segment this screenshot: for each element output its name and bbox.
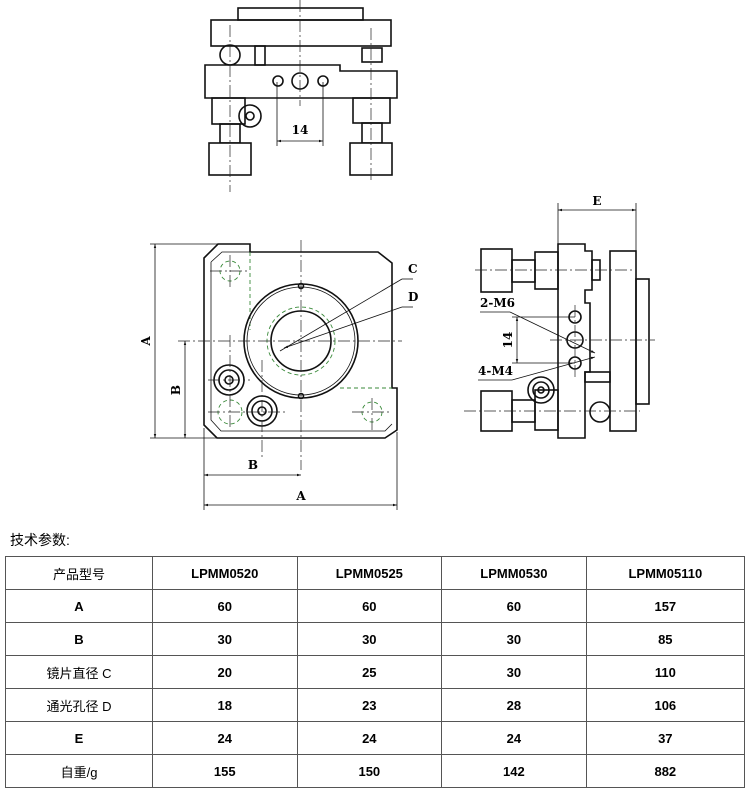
table-row: A 60 60 60 157 [5, 589, 746, 623]
row-label: A [5, 589, 153, 623]
front-view: C D A B B A [139, 240, 418, 510]
table-cell: 60 [441, 589, 587, 623]
specs-table: 产品型号 LPMM0520 LPMM0525 LPMM0530 LPMM0511… [5, 556, 746, 788]
table-row: B 30 30 30 85 [5, 622, 746, 656]
label-c: C [408, 262, 418, 276]
table-cell: 37 [585, 721, 746, 755]
label-2-m6: 2-M6 [480, 296, 515, 310]
table-cell: 60 [296, 589, 443, 623]
top-view: 14 [204, 0, 398, 192]
table-cell: 150 [296, 754, 443, 788]
table-cell: 155 [152, 754, 298, 788]
header-cell: LPMM05110 [585, 556, 746, 590]
table-cell: 85 [585, 622, 746, 656]
table-cell: 882 [585, 754, 746, 788]
table-row: E 24 24 24 37 [5, 721, 746, 755]
header-cell: LPMM0520 [152, 556, 298, 590]
table-cell: 60 [152, 589, 298, 623]
dim-a-horizontal: A [295, 489, 306, 503]
table-cell: 157 [585, 589, 746, 623]
table-row: 自重/g 155 150 142 882 [5, 754, 746, 788]
table-cell: 20 [152, 655, 298, 689]
dim-b-vertical: B [169, 385, 183, 395]
table-cell: 24 [296, 721, 443, 755]
row-label: E [5, 721, 153, 755]
table-cell: 110 [585, 655, 746, 689]
table-cell: 24 [441, 721, 587, 755]
specs-title: 技术参数: [10, 532, 70, 548]
table-cell: 30 [152, 622, 298, 656]
dim-14-side: 14 [501, 332, 515, 349]
dim-b-horizontal: B [248, 458, 258, 472]
table-row: 镜片直径 C 20 25 30 110 [5, 655, 746, 689]
dim-14-label: 14 [292, 123, 309, 137]
label-4-m4: 4-M4 [478, 364, 513, 378]
table-cell: 30 [441, 655, 587, 689]
table-cell: 142 [441, 754, 587, 788]
table-cell: 30 [441, 622, 587, 656]
table-cell: 24 [152, 721, 298, 755]
header-cell: 产品型号 [5, 556, 153, 590]
row-label: 镜片直径 C [5, 655, 153, 689]
technical-drawing: 14 C D [139, 0, 655, 510]
row-label: 自重/g [5, 754, 153, 788]
table-cell: 18 [152, 688, 298, 722]
dim-e-label: E [592, 194, 601, 208]
table-cell: 30 [296, 622, 443, 656]
row-label: 通光孔径 D [5, 688, 153, 722]
row-label: B [5, 622, 153, 656]
header-cell: LPMM0530 [441, 556, 587, 590]
label-d: D [408, 290, 418, 304]
table-cell: 106 [585, 688, 746, 722]
table-cell: 23 [296, 688, 443, 722]
table-cell: 28 [441, 688, 587, 722]
table-row: 通光孔径 D 18 23 28 106 [5, 688, 746, 722]
table-header-row: 产品型号 LPMM0520 LPMM0525 LPMM0530 LPMM0511… [5, 556, 746, 590]
table-cell: 25 [296, 655, 443, 689]
dim-a-vertical: A [139, 336, 153, 347]
side-view: E 14 2-M6 4-M4 [464, 194, 655, 439]
header-cell: LPMM0525 [296, 556, 443, 590]
